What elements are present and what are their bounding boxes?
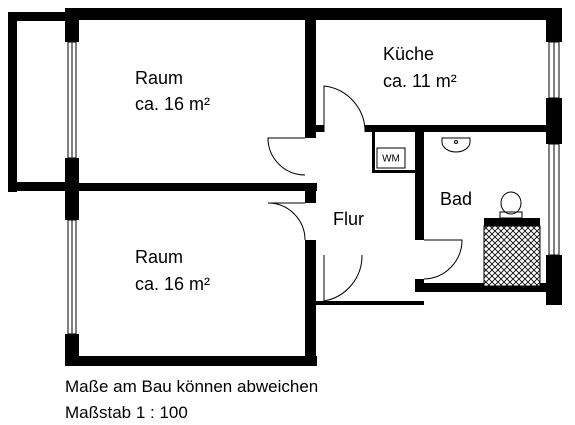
disclaimer-note: Maße am Bau können abweichen <box>65 377 319 396</box>
hallway-name: Flur <box>333 209 364 229</box>
balcony <box>8 12 70 192</box>
shower-tray <box>483 218 541 287</box>
walls <box>65 8 562 366</box>
toilet-icon <box>499 191 523 219</box>
room-name-top: Raum <box>135 68 183 88</box>
scale-note: Maßstab 1 : 100 <box>65 403 188 422</box>
kitchen-name: Küche <box>383 44 434 64</box>
room-area-bottom: ca. 16 m² <box>135 274 210 294</box>
kitchen-area: ca. 11 m² <box>383 71 457 91</box>
sink-icon <box>441 137 471 153</box>
room-area-top: ca. 16 m² <box>135 94 210 114</box>
bath-name: Bad <box>440 189 472 209</box>
doors <box>267 85 463 302</box>
windows <box>67 41 560 335</box>
washing-machine: WM <box>376 147 406 169</box>
washing-machine-label: WM <box>382 154 400 165</box>
room-name-bottom: Raum <box>135 247 183 267</box>
